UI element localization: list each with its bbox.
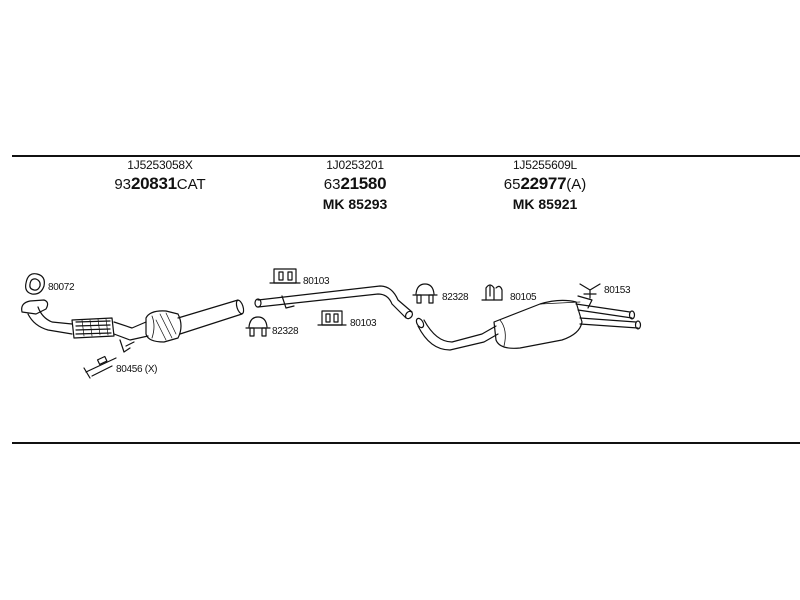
gasket-icon	[25, 273, 45, 295]
rubber-hanger-icon	[481, 284, 503, 301]
code-suffix: (A)	[566, 176, 587, 193]
oe-number: 1J5253058X	[127, 158, 193, 172]
part-code: 6522977(A)	[445, 174, 645, 194]
part-code: 9320831CAT	[60, 174, 260, 194]
part-code: 6321580	[255, 174, 455, 194]
label-rubber-hanger: 80105	[510, 292, 537, 303]
code-prefix: 63	[323, 176, 341, 193]
rear-silencer	[415, 295, 642, 351]
bottom-divider	[12, 442, 800, 444]
label-clamp-bolt: 80456 (X)	[116, 364, 158, 375]
code-prefix: 65	[503, 176, 521, 193]
label-hanger-bottom: 80103	[350, 318, 377, 329]
top-divider	[12, 155, 800, 157]
hanger-icon	[317, 310, 347, 326]
code-suffix: CAT	[176, 176, 206, 193]
code-prefix: 93	[114, 176, 131, 193]
clamp-bolt-icon	[83, 355, 117, 379]
mk-number: MK 85293	[322, 196, 388, 212]
code-main: 20831	[131, 174, 177, 193]
mk-number: MK 85921	[512, 196, 578, 212]
oe-number: 1J5255609L	[512, 158, 578, 172]
part-header-rear-silencer: 1J5255609L 6522977(A) MK 85921	[445, 158, 645, 212]
bracket-icon	[579, 283, 601, 299]
hanger-icon	[269, 268, 301, 284]
label-gasket: 80072	[48, 282, 75, 293]
clamp-icon	[245, 316, 271, 337]
label-clamp-left: 82328	[272, 326, 299, 337]
clamp-icon	[412, 283, 438, 304]
label-hanger-top: 80103	[303, 276, 330, 287]
catalytic-converter	[21, 299, 245, 353]
label-bracket: 80153	[604, 285, 631, 296]
label-clamp-right: 82328	[442, 292, 469, 303]
code-main: 22977	[520, 174, 567, 193]
middle-pipe	[254, 285, 414, 320]
code-main: 21580	[340, 174, 387, 193]
oe-number: 1J0253201	[326, 158, 384, 172]
part-header-middle-pipe: 1J0253201 6321580 MK 85293	[255, 158, 455, 212]
part-header-catalytic-converter: 1J5253058X 9320831CAT	[60, 158, 260, 196]
